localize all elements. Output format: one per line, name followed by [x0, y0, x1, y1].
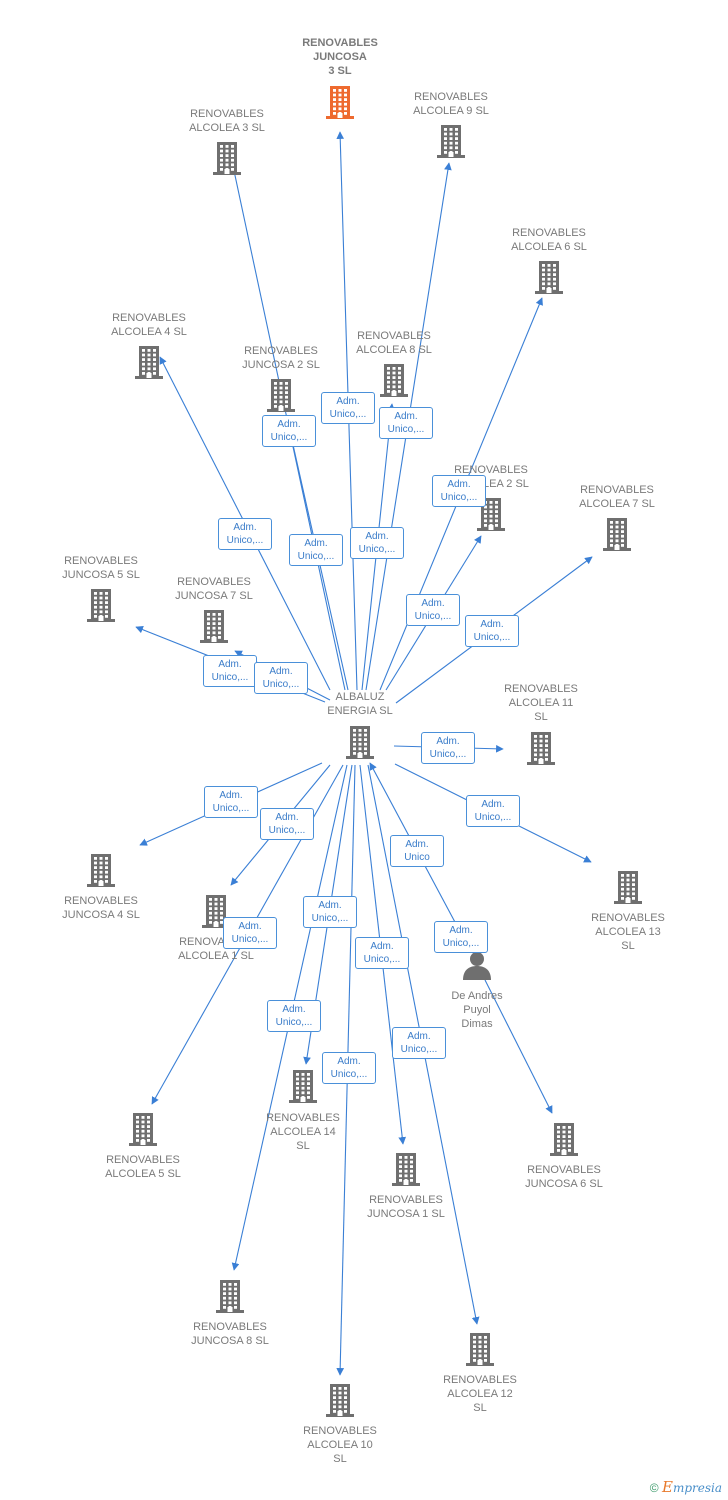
- node-label-alcolea8[interactable]: RENOVABLES ALCOLEA 8 SL: [356, 330, 432, 356]
- edge-label-albaluz-to-juncosa1[interactable]: Adm. Unico,...: [355, 937, 409, 969]
- building-icon[interactable]: [287, 1068, 319, 1109]
- edge-label-albaluz-to-alcolea3[interactable]: Adm. Unico,...: [262, 415, 316, 447]
- edge-label-albaluz-to-juncosa8[interactable]: Adm. Unico,...: [267, 1000, 321, 1032]
- building-icon[interactable]: [464, 1331, 496, 1372]
- edge-label-albaluz-to-alcolea4[interactable]: Adm. Unico,...: [218, 518, 272, 550]
- edge-deandres-to-juncosa6: [484, 979, 553, 1114]
- building-icon[interactable]: [214, 1278, 246, 1319]
- edge-label-albaluz-to-alcolea13[interactable]: Adm. Unico,...: [466, 795, 520, 827]
- edge-label-albaluz-to-juncosa2[interactable]: Adm. Unico,...: [289, 534, 343, 566]
- node-label-alcolea12[interactable]: RENOVABLES ALCOLEA 12 SL: [443, 1374, 517, 1414]
- building-icon[interactable]: [390, 1151, 422, 1192]
- node-label-juncosa2[interactable]: RENOVABLES JUNCOSA 2 SL: [242, 345, 320, 371]
- node-label-juncosa6[interactable]: RENOVABLES JUNCOSA 6 SL: [525, 1164, 603, 1190]
- building-icon[interactable]: [133, 344, 165, 385]
- brand-logo-text: mpresia: [672, 1481, 722, 1495]
- building-icon[interactable]: [612, 869, 644, 910]
- edge-label-albaluz-to-alcolea11[interactable]: Adm. Unico,...: [421, 732, 475, 764]
- edge-label-albaluz-to-alcolea8[interactable]: Adm. Unico,...: [350, 527, 404, 559]
- edge-label-albaluz-to-alcolea14[interactable]: Adm. Unico,...: [303, 896, 357, 928]
- edge-label-deandres-to-albaluz[interactable]: Adm. Unico: [390, 835, 444, 867]
- building-icon[interactable]: [198, 608, 230, 649]
- building-icon[interactable]: [85, 852, 117, 893]
- building-icon[interactable]: [378, 362, 410, 403]
- node-label-juncosa1[interactable]: RENOVABLES JUNCOSA 1 SL: [367, 1194, 445, 1220]
- edge-label-albaluz-to-juncosa4[interactable]: Adm. Unico,...: [204, 786, 258, 818]
- edge-label-albaluz-to-alcolea6[interactable]: Adm. Unico,...: [432, 475, 486, 507]
- node-label-alcolea5[interactable]: RENOVABLES ALCOLEA 5 SL: [105, 1154, 181, 1180]
- node-label-alcolea14[interactable]: RENOVABLES ALCOLEA 14 SL: [266, 1112, 340, 1152]
- node-label-alcolea11[interactable]: RENOVABLES ALCOLEA 11 SL: [504, 683, 578, 723]
- building-icon[interactable]: [525, 730, 557, 771]
- node-label-juncosa4[interactable]: RENOVABLES JUNCOSA 4 SL: [62, 895, 140, 921]
- edge-label-deandres-to-juncosa6[interactable]: Adm. Unico,...: [434, 921, 488, 953]
- building-icon[interactable]: [475, 496, 507, 537]
- footer-brand[interactable]: © Empresia: [650, 1478, 722, 1496]
- edge-label-albaluz-to-juncosa7[interactable]: Adm. Unico,...: [254, 662, 308, 694]
- person-icon[interactable]: [461, 950, 493, 985]
- edge-label-albaluz-to-juncosa5[interactable]: Adm. Unico,...: [203, 655, 257, 687]
- building-icon[interactable]: [127, 1111, 159, 1152]
- building-icon[interactable]: [265, 377, 297, 418]
- node-label-deandres[interactable]: De Andres Puyol Dimas: [451, 990, 503, 1030]
- building-icon[interactable]: [85, 587, 117, 628]
- node-label-alcolea3[interactable]: RENOVABLES ALCOLEA 3 SL: [189, 108, 265, 134]
- building-icon[interactable]: [324, 84, 356, 125]
- building-icon[interactable]: [211, 140, 243, 181]
- building-icon[interactable]: [324, 1382, 356, 1423]
- building-icon[interactable]: [548, 1121, 580, 1162]
- node-label-alcolea7[interactable]: RENOVABLES ALCOLEA 7 SL: [579, 484, 655, 510]
- edge-label-albaluz-to-alcolea5[interactable]: Adm. Unico,...: [223, 917, 277, 949]
- brand-logo-letter: E: [661, 1478, 673, 1496]
- building-icon[interactable]: [601, 516, 633, 557]
- building-icon[interactable]: [200, 893, 232, 934]
- edge-label-albaluz-to-alcolea7[interactable]: Adm. Unico,...: [465, 615, 519, 647]
- copyright-symbol: ©: [649, 1481, 659, 1495]
- node-label-juncosa3[interactable]: RENOVABLES JUNCOSA 3 SL: [302, 37, 378, 77]
- node-label-juncosa7[interactable]: RENOVABLES JUNCOSA 7 SL: [175, 576, 253, 602]
- node-label-alcolea4[interactable]: RENOVABLES ALCOLEA 4 SL: [111, 312, 187, 338]
- node-label-alcolea9[interactable]: RENOVABLES ALCOLEA 9 SL: [413, 91, 489, 117]
- node-label-alcolea10[interactable]: RENOVABLES ALCOLEA 10 SL: [303, 1425, 377, 1465]
- edge-label-albaluz-to-alcolea2[interactable]: Adm. Unico,...: [406, 594, 460, 626]
- edge-label-albaluz-to-alcolea10[interactable]: Adm. Unico,...: [322, 1052, 376, 1084]
- node-label-juncosa5[interactable]: RENOVABLES JUNCOSA 5 SL: [62, 555, 140, 581]
- node-label-alcolea6[interactable]: RENOVABLES ALCOLEA 6 SL: [511, 227, 587, 253]
- edge-label-albaluz-to-alcolea1[interactable]: Adm. Unico,...: [260, 808, 314, 840]
- edge-label-albaluz-to-alcolea9[interactable]: Adm. Unico,...: [379, 407, 433, 439]
- building-icon[interactable]: [533, 259, 565, 300]
- node-label-albaluz[interactable]: ALBALUZ ENERGIA SL: [327, 691, 393, 717]
- node-label-alcolea13[interactable]: RENOVABLES ALCOLEA 13 SL: [591, 912, 665, 952]
- edge-label-albaluz-to-juncosa3[interactable]: Adm. Unico,...: [321, 392, 375, 424]
- edge-label-albaluz-to-alcolea12[interactable]: Adm. Unico,...: [392, 1027, 446, 1059]
- building-icon[interactable]: [435, 123, 467, 164]
- building-icon[interactable]: [344, 724, 376, 765]
- node-label-juncosa8[interactable]: RENOVABLES JUNCOSA 8 SL: [191, 1321, 269, 1347]
